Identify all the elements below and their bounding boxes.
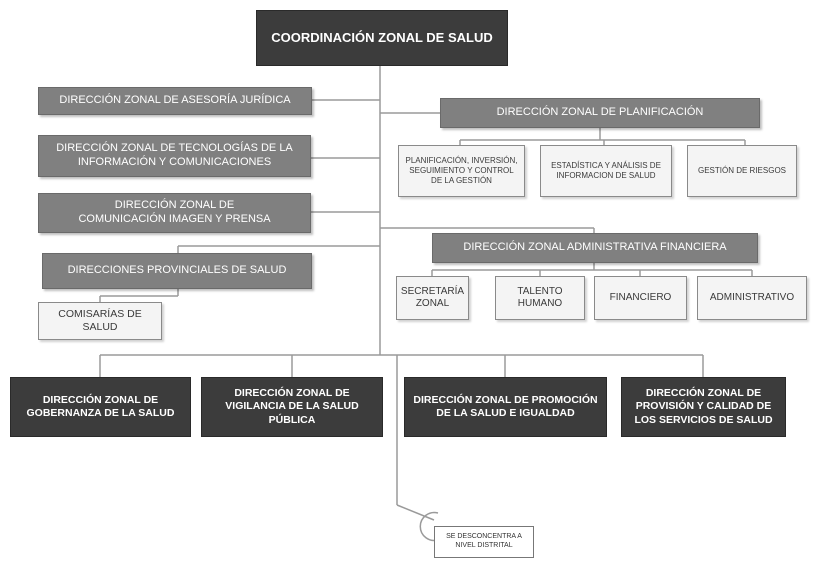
provinciales-box: DIRECCIONES PROVINCIALES DE SALUD xyxy=(42,253,312,289)
root-label: COORDINACIÓN ZONAL DE SALUD xyxy=(271,29,493,45)
asesoria-juridica-label: DIRECCIÓN ZONAL DE ASESORÍA JURÍDICA xyxy=(59,94,291,107)
tecnologias-label: DIRECCIÓN ZONAL DE TECNOLOGÍAS DE LA INF… xyxy=(56,142,293,168)
vigilancia-label: DIRECCIÓN ZONAL DE VIGILANCIA DE LA SALU… xyxy=(225,387,359,426)
comisarias-box: COMISARÍAS DE SALUD xyxy=(38,302,162,340)
vigilancia-box: DIRECCIÓN ZONAL DE VIGILANCIA DE LA SALU… xyxy=(201,377,383,437)
estadistica-unit-box: ESTADÍSTICA Y ANÁLISIS DE INFORMACION DE… xyxy=(540,145,672,197)
provision-label: DIRECCIÓN ZONAL DE PROVISIÓN Y CALIDAD D… xyxy=(634,387,773,426)
secretaria-label: SECRETARÍA ZONAL xyxy=(400,285,465,310)
planificacion-unit-box: PLANIFICACIÓN, INVERSIÓN, SEGUIMIENTO Y … xyxy=(398,145,525,197)
financiero-box: FINANCIERO xyxy=(594,276,687,320)
talento-humano-box: TALENTO HUMANO xyxy=(495,276,585,320)
provision-box: DIRECCIÓN ZONAL DE PROVISIÓN Y CALIDAD D… xyxy=(621,377,786,437)
root-box: COORDINACIÓN ZONAL DE SALUD xyxy=(256,10,508,66)
promocion-box: DIRECCIÓN ZONAL DE PROMOCIÓN DE LA SALUD… xyxy=(404,377,607,437)
gobernanza-box: DIRECCIÓN ZONAL DE GOBERNANZA DE LA SALU… xyxy=(10,377,191,437)
tecnologias-box: DIRECCIÓN ZONAL DE TECNOLOGÍAS DE LA INF… xyxy=(38,135,311,177)
administrativo-box: ADMINISTRATIVO xyxy=(697,276,807,320)
gobernanza-label: DIRECCIÓN ZONAL DE GOBERNANZA DE LA SALU… xyxy=(26,393,175,419)
secretaria-box: SECRETARÍA ZONAL xyxy=(396,276,469,320)
promocion-label: DIRECCIÓN ZONAL DE PROMOCIÓN DE LA SALUD… xyxy=(413,393,598,419)
comisarias-label: COMISARÍAS DE SALUD xyxy=(58,307,142,333)
asesoria-juridica-box: DIRECCIÓN ZONAL DE ASESORÍA JURÍDICA xyxy=(38,87,312,115)
riesgos-unit-box: GESTIÓN DE RIESGOS xyxy=(687,145,797,197)
estadistica-unit-label: ESTADÍSTICA Y ANÁLISIS DE INFORMACION DE… xyxy=(551,161,661,180)
planificacion-box: DIRECCIÓN ZONAL DE PLANIFICACIÓN xyxy=(440,98,760,128)
provinciales-label: DIRECCIONES PROVINCIALES DE SALUD xyxy=(67,264,287,277)
riesgos-unit-label: GESTIÓN DE RIESGOS xyxy=(697,166,786,175)
administrativa-financiera-label: DIRECCIÓN ZONAL ADMINISTRATIVA FINANCIER… xyxy=(463,241,727,254)
distrital-note-label: SE DESCONCENTRA A NIVEL DISTRITAL xyxy=(446,533,522,549)
planificacion-unit-label: PLANIFICACIÓN, INVERSIÓN, SEGUIMIENTO Y … xyxy=(405,156,518,185)
talento-humano-label: TALENTO HUMANO xyxy=(517,285,563,310)
planificacion-label: DIRECCIÓN ZONAL DE PLANIFICACIÓN xyxy=(496,106,704,119)
administrativo-label: ADMINISTRATIVO xyxy=(709,291,795,303)
financiero-label: FINANCIERO xyxy=(609,291,672,303)
distrital-note: SE DESCONCENTRA A NIVEL DISTRITAL xyxy=(434,526,534,558)
comunicacion-label: DIRECCIÓN ZONAL DE COMUNICACIÓN IMAGEN Y… xyxy=(78,199,271,225)
administrativa-financiera-box: DIRECCIÓN ZONAL ADMINISTRATIVA FINANCIER… xyxy=(432,233,758,263)
comunicacion-box: DIRECCIÓN ZONAL DE COMUNICACIÓN IMAGEN Y… xyxy=(38,193,311,233)
